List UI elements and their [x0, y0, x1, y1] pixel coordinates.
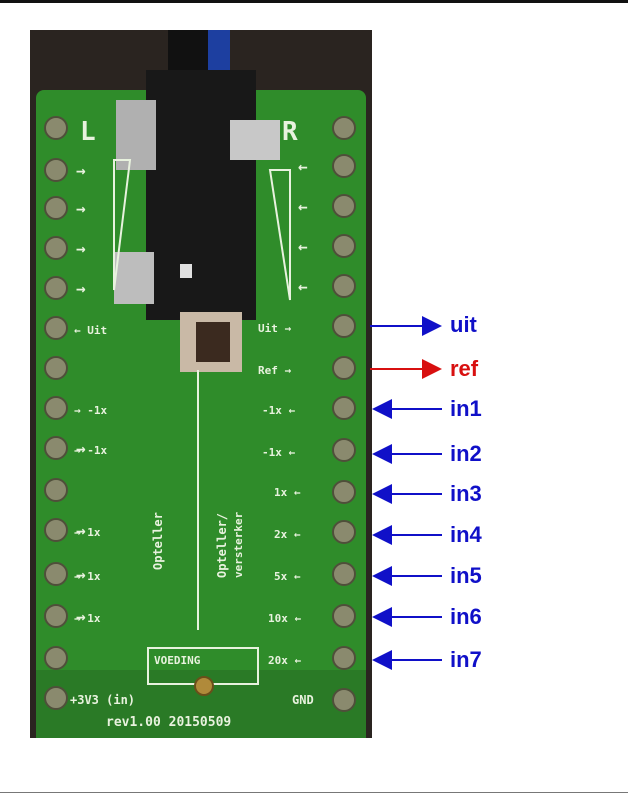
- svg-text:→: →: [76, 607, 86, 626]
- board-gain-right-1: -1x ←: [262, 404, 295, 417]
- board-3v3: +3V3 (in): [70, 693, 135, 707]
- label-in1: in1: [450, 396, 482, 421]
- board-voeding: VOEDING: [154, 654, 201, 667]
- board-gain-left-4: → 1x: [74, 570, 101, 583]
- board-gain-right-6: 10x ←: [268, 612, 301, 625]
- svg-text:←: ←: [298, 277, 308, 296]
- svg-text:→: →: [76, 279, 86, 298]
- label-uit: uit: [450, 312, 477, 337]
- board-gain-left-1: → -1x: [74, 404, 107, 417]
- label-in4: in4: [450, 522, 482, 547]
- board-opteller-center: Opteller/: [215, 513, 229, 578]
- label-in2: in2: [450, 441, 482, 466]
- bottom-rule: [0, 792, 628, 793]
- pcb-photo: →→ →→ →→ →→ ←← ←← L R ← Uit Uit → Ref → …: [30, 30, 372, 738]
- label-in3: in3: [450, 481, 482, 506]
- board-gnd: GND: [292, 693, 314, 707]
- svg-text:←: ←: [298, 197, 308, 216]
- board-label-r: R: [282, 117, 298, 147]
- board-gain-right-3: 1x ←: [274, 486, 301, 499]
- board-gain-right-5: 5x ←: [274, 570, 301, 583]
- board-ref: Ref →: [258, 364, 291, 377]
- board-gain-left-5: → 1x: [74, 612, 101, 625]
- audio-jack: [114, 70, 280, 372]
- board-gain-right-7: 20x ←: [268, 654, 301, 667]
- label-in5: in5: [450, 563, 482, 588]
- svg-text:→: →: [76, 439, 86, 458]
- board-opteller-left: Opteller: [151, 512, 165, 570]
- board-gain-right-2: -1x ←: [262, 446, 295, 459]
- svg-text:→: →: [76, 199, 86, 218]
- right-pin-column: [332, 116, 356, 712]
- board-versterker: versterker: [232, 511, 245, 578]
- top-rule: [0, 0, 628, 3]
- svg-text:→: →: [76, 161, 86, 180]
- board-uit-right: Uit →: [258, 322, 291, 335]
- label-in7: in7: [450, 647, 482, 672]
- svg-text:←: ←: [298, 157, 308, 176]
- label-ref: ref: [450, 356, 479, 381]
- label-in6: in6: [450, 604, 482, 629]
- board-gain-left-2: → -1x: [74, 444, 107, 457]
- svg-text:→: →: [76, 521, 86, 540]
- svg-text:→: →: [76, 239, 86, 258]
- board-label-l: L: [80, 117, 96, 147]
- board-gain-left-3: → 1x: [74, 526, 101, 539]
- board-revision: rev1.00 20150509: [106, 715, 231, 730]
- svg-text:←: ←: [298, 237, 308, 256]
- svg-text:→: →: [76, 565, 86, 584]
- board-gain-right-4: 2x ←: [274, 528, 301, 541]
- board-uit-left: ← Uit: [74, 324, 107, 337]
- left-pin-column: [44, 116, 68, 710]
